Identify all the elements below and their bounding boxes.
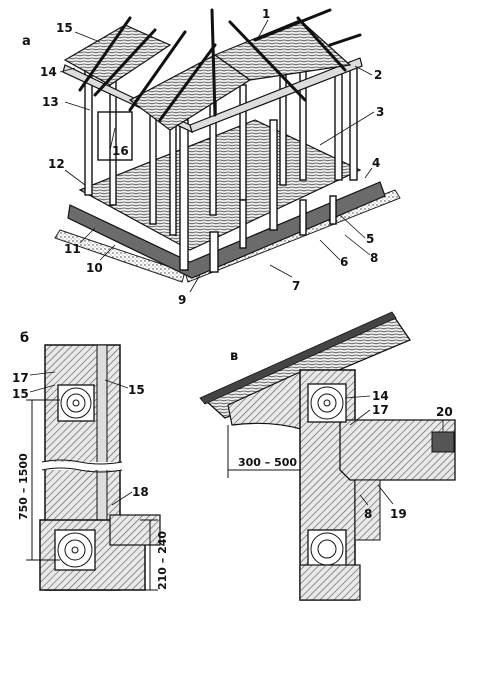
callout-a-12: 12	[48, 157, 65, 171]
panel-v-label: в	[230, 349, 238, 364]
rafters	[78, 8, 362, 122]
panel-a-callouts: 1 2 3 4 5 6 7 8 9 10 11 12 13 14 15 16	[40, 7, 384, 307]
callout-v-17: 17	[372, 403, 389, 417]
callout-b-15-left: 15	[12, 387, 29, 401]
panel-a-frame-isometric	[54, 8, 401, 293]
foundation-strip	[67, 181, 386, 279]
top-plate-right	[189, 57, 363, 133]
callout-a-14: 14	[40, 65, 57, 79]
callout-a-5: 5	[366, 232, 374, 246]
callout-v-19: 19	[390, 507, 407, 521]
callout-b-18: 18	[132, 485, 149, 499]
dim-label-210-240: 210 – 240	[156, 531, 169, 590]
log-end-bottom	[57, 532, 93, 568]
callout-a-15: 15	[56, 21, 73, 35]
front-wall-studs	[179, 119, 337, 273]
callout-v-8: 8	[364, 507, 372, 521]
callout-a-13: 13	[42, 95, 59, 109]
panel-a-label: а	[22, 34, 31, 49]
callout-a-9: 9	[178, 293, 186, 307]
panel-b-wall-section	[26, 344, 161, 591]
roof-covering-v	[199, 311, 397, 405]
panel-v-callouts: 14 17 20 8 19 300 – 500	[238, 389, 453, 521]
main-roof-right-slope	[213, 19, 352, 81]
callout-a-10: 10	[86, 261, 103, 275]
callout-a-8: 8	[370, 251, 378, 265]
ceiling-slab-v	[339, 419, 456, 481]
callout-v-14: 14	[372, 389, 389, 403]
callout-b-17: 17	[12, 371, 29, 385]
callout-a-4: 4	[372, 156, 380, 170]
panel-v-eave-section	[199, 311, 456, 601]
callout-a-16: 16	[112, 144, 129, 158]
callout-b-15-right: 15	[128, 383, 145, 397]
window-opening	[97, 111, 133, 161]
ceiling-trim-20	[431, 431, 455, 453]
callout-a-7: 7	[292, 279, 300, 293]
callout-a-11: 11	[64, 242, 81, 256]
log-end-v-top	[310, 386, 344, 420]
panel-b-callouts: 17 15 15 18 750 – 1500 210 – 240	[12, 371, 169, 590]
panel-b-label: б	[20, 331, 29, 346]
callout-a-6: 6	[340, 255, 348, 269]
callout-a-1: 1	[262, 7, 270, 21]
panel-a-leaders	[59, 19, 375, 293]
dim-label-300-500: 300 – 500	[238, 456, 297, 469]
log-end-top	[60, 387, 92, 419]
callout-a-3: 3	[376, 105, 384, 119]
dim-label-750-1500: 750 – 1500	[17, 453, 30, 520]
callout-a-2: 2	[374, 68, 382, 82]
ground-left	[54, 229, 186, 283]
callout-v-20: 20	[436, 405, 453, 419]
